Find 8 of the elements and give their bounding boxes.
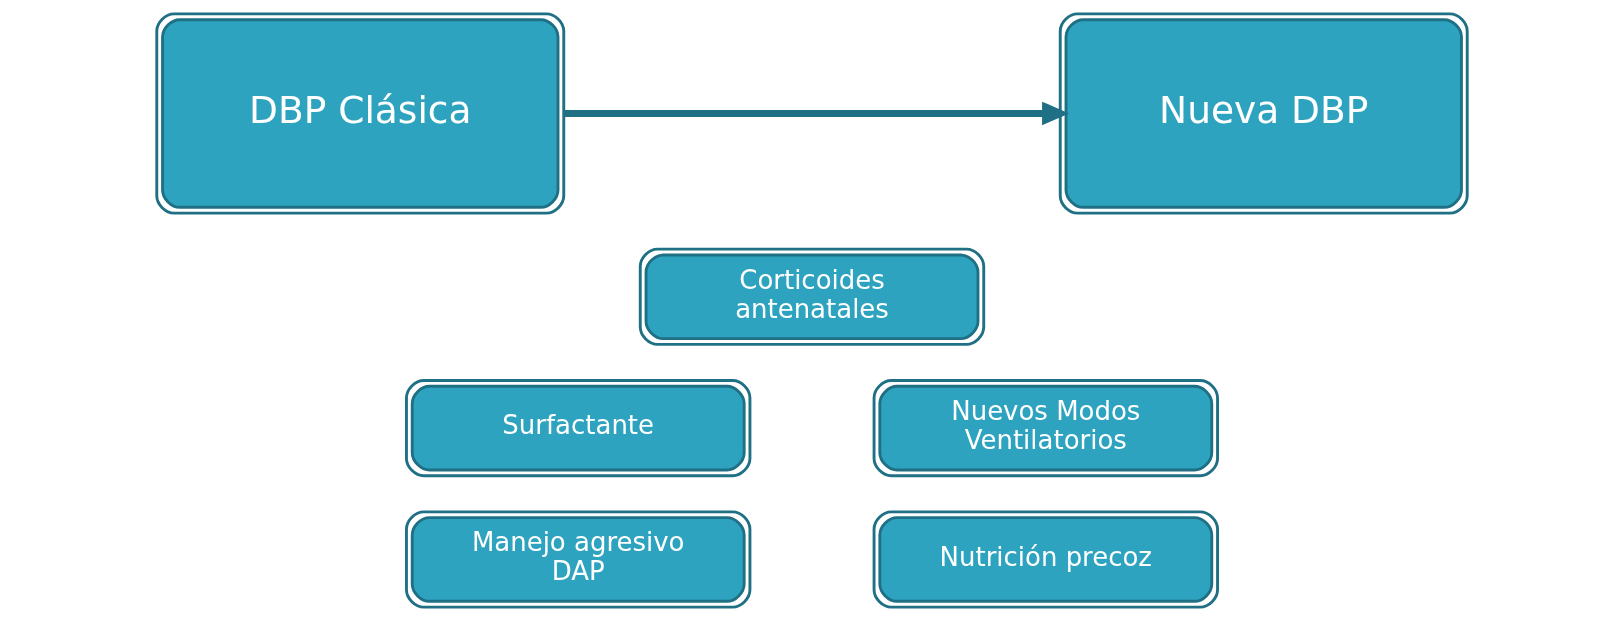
arrow [563, 101, 1069, 126]
node-box: Nuevos Modos Ventilatorios [872, 379, 1219, 478]
node-box: Nutrición precoz [872, 510, 1219, 609]
node-box: DBP Clásica [154, 12, 565, 215]
node-box: Surfactante [404, 379, 751, 478]
node-box: Manejo agresivo DAP [404, 510, 751, 609]
node-box: Corticoides antenatales [638, 247, 985, 346]
node-box: Nueva DBP [1058, 12, 1469, 215]
